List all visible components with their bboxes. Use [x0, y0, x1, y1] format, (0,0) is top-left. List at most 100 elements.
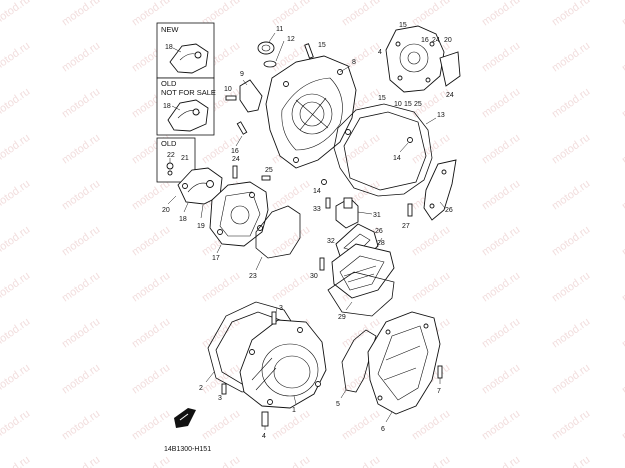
- watermark-text: motod.ru: [550, 86, 592, 121]
- bolts-16-left: 16: [231, 121, 248, 155]
- callout-5: 5: [336, 401, 340, 408]
- watermark-text: motod.ru: [200, 362, 242, 397]
- bolts-3-4: 3 3 4: [218, 305, 283, 440]
- watermark-text: motod.ru: [60, 0, 102, 28]
- callout-18-old: 18: [163, 103, 171, 110]
- inset-old-not-for-sale: OLD NOT FOR SALE 18: [156, 77, 216, 136]
- watermark-text: motod.ru: [0, 132, 32, 167]
- inset-not-for-sale-title: NOT FOR SALE: [161, 88, 216, 97]
- watermark-text: motod.ru: [480, 132, 522, 167]
- watermark-text: motod.ru: [0, 0, 32, 28]
- callout-18-new: 18: [165, 44, 173, 51]
- watermark-text: motod.ru: [0, 362, 32, 397]
- callout-3: 3: [279, 305, 283, 312]
- watermark-text: motod.ru: [550, 224, 592, 259]
- watermark-text: motod.ru: [550, 270, 592, 305]
- watermark-text: motod.ru: [130, 454, 172, 468]
- watermark-text: motod.ru: [410, 270, 452, 305]
- callout-15-tr2: 15: [378, 95, 386, 102]
- callout-25-tr: 25: [414, 101, 422, 108]
- watermark-text: motod.ru: [60, 178, 102, 213]
- part-cover-18: 18 19 20: [162, 167, 223, 230]
- part-clutch-cover-8: 8: [265, 55, 357, 169]
- callout-20: 20: [162, 207, 170, 214]
- watermark-text: motod.ru: [620, 270, 625, 305]
- watermark-text: motod.ru: [550, 362, 592, 397]
- watermark-text: motod.ru: [620, 316, 625, 351]
- watermark-text: motod.ru: [550, 316, 592, 351]
- watermark-text: motod.ru: [130, 408, 172, 443]
- watermark-text: motod.ru: [0, 316, 32, 351]
- watermark-text: motod.ru: [340, 132, 382, 167]
- watermark-text: motod.ru: [480, 0, 522, 28]
- callout-15-tr3: 15: [404, 101, 412, 108]
- watermark-text: motod.ru: [620, 132, 625, 167]
- callout-20-tr: 20: [444, 37, 452, 44]
- watermark-text: motod.ru: [410, 224, 452, 259]
- watermark-text: motod.ru: [60, 408, 102, 443]
- watermark-text: motod.ru: [270, 454, 312, 468]
- callout-14: 14: [393, 155, 401, 162]
- inset-new: NEW 18: [156, 22, 215, 79]
- watermark-text: motod.ru: [60, 132, 102, 167]
- inset-old2-title: OLD: [161, 139, 177, 148]
- watermark-text: motod.ru: [60, 86, 102, 121]
- watermark-text: motod.ru: [550, 132, 592, 167]
- watermark-text: motod.ru: [410, 408, 452, 443]
- part-gasket-23: 23: [249, 205, 301, 280]
- watermark-text: motod.ru: [480, 316, 522, 351]
- watermark-text: motod.ru: [410, 0, 452, 28]
- callout-26b: 26: [445, 207, 453, 214]
- watermark-text: motod.ru: [340, 408, 382, 443]
- watermark-text: motod.ru: [270, 0, 312, 28]
- watermark-text: motod.ru: [550, 40, 592, 75]
- part-breather-31-33: 31 33: [313, 197, 381, 229]
- callout-16-tr: 16: [421, 37, 429, 44]
- watermark-text: motod.ru: [130, 316, 172, 351]
- inset-new-title: NEW: [161, 25, 179, 34]
- watermark-text: motod.ru: [620, 0, 625, 28]
- callout-30: 30: [310, 273, 318, 280]
- watermark-text: motod.ru: [480, 86, 522, 121]
- callout-15: 15: [318, 42, 326, 49]
- watermark-text: motod.ru: [480, 224, 522, 259]
- watermark-text: motod.ru: [130, 224, 172, 259]
- watermark-text: motod.ru: [620, 408, 625, 443]
- watermark-text: motod.ru: [620, 224, 625, 259]
- watermark-text: motod.ru: [480, 40, 522, 75]
- watermark-text: motod.ru: [0, 178, 32, 213]
- watermark-text: motod.ru: [620, 362, 625, 397]
- watermark-text: motod.ru: [340, 454, 382, 468]
- callout-12: 12: [287, 36, 295, 43]
- watermark-text: motod.ru: [0, 224, 32, 259]
- callout-3b: 3: [218, 395, 222, 402]
- bolt-15-top: 15: [304, 42, 326, 59]
- callout-4-tr: 4: [378, 49, 382, 56]
- watermark-text: motod.ru: [550, 178, 592, 213]
- callout-14b: 14: [313, 188, 321, 195]
- part-cover-6: 6: [367, 311, 441, 433]
- callout-1: 1: [292, 407, 296, 414]
- part-gasket-13: 13 14 14: [313, 103, 445, 197]
- watermark-text: motod.ru: [550, 454, 592, 468]
- watermark-text: motod.ru: [200, 408, 242, 443]
- inset-old-title: OLD: [161, 79, 177, 88]
- front-direction-icon: [174, 408, 196, 428]
- callout-21: 21: [181, 155, 189, 162]
- callout-28: 28: [377, 240, 385, 247]
- callout-7: 7: [437, 388, 441, 395]
- watermark-text: motod.ru: [410, 454, 452, 468]
- callout-8: 8: [352, 59, 356, 66]
- callout-9: 9: [240, 71, 244, 78]
- watermark-text: motod.ru: [200, 316, 242, 351]
- callout-18: 18: [179, 216, 187, 223]
- callout-32: 32: [327, 238, 335, 245]
- callout-10-tr: 10: [394, 101, 402, 108]
- watermark-text: motod.ru: [60, 270, 102, 305]
- callout-6: 6: [381, 426, 385, 433]
- watermark-text: motod.ru: [60, 224, 102, 259]
- callout-31: 31: [373, 212, 381, 219]
- watermark-text: motod.ru: [480, 362, 522, 397]
- watermark-text: motod.ru: [0, 40, 32, 75]
- watermark-text: motod.ru: [620, 40, 625, 75]
